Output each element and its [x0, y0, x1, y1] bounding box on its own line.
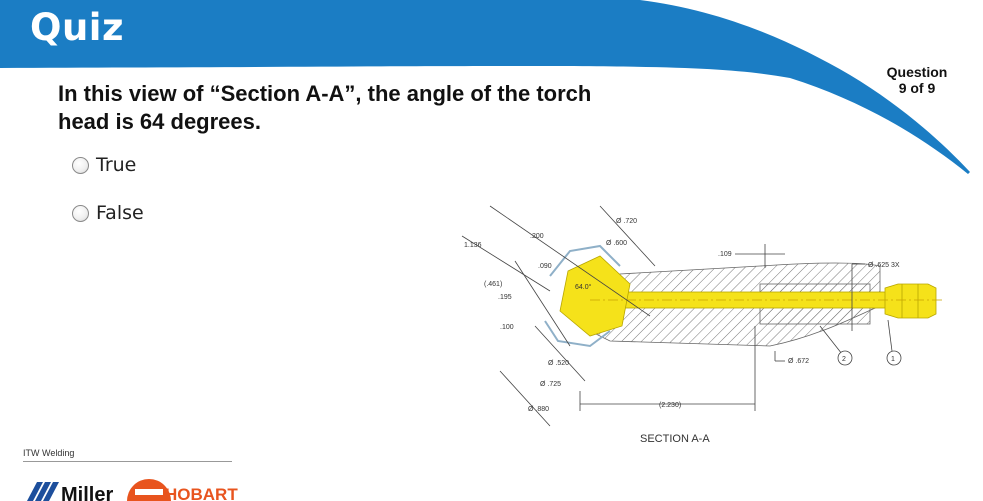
answer-label-false: False — [96, 202, 144, 224]
dim-520: Ø .520 — [548, 360, 569, 367]
footer-logos: Miller HOBART — [27, 479, 238, 501]
balloon-1: 1 — [891, 356, 895, 363]
radio-button-false[interactable] — [72, 204, 89, 222]
dim-200: .200 — [530, 233, 544, 240]
question-text: In this view of “Section A-A”, the angle… — [58, 81, 592, 134]
footer-company-label: ITW Welding — [23, 448, 75, 458]
miller-logo-text: Miller — [61, 484, 113, 501]
dim-461: (.461) — [484, 281, 502, 288]
miller-logo: Miller — [27, 482, 113, 501]
question-counter-value: 9 of 9 — [898, 80, 936, 96]
dim-720: Ø .720 — [616, 218, 637, 225]
radio-button-true[interactable] — [72, 156, 89, 174]
dim-100: .100 — [500, 324, 514, 331]
dim-2230: (2.230) — [659, 402, 681, 409]
dim-195: .195 — [498, 294, 512, 301]
hobart-logo: HOBART — [127, 479, 238, 501]
dim-1136: 1.136 — [464, 242, 482, 249]
dim-672: Ø .672 — [788, 358, 809, 365]
answer-option-true[interactable]: True — [72, 154, 136, 176]
dim-109: .109 — [718, 251, 732, 258]
section-caption: SECTION A-A — [640, 433, 710, 445]
dim-880: Ø .880 — [528, 406, 549, 413]
question-counter-label: Question — [886, 64, 948, 80]
header-banner — [0, 0, 970, 174]
dim-angle: 64.0° — [575, 283, 592, 291]
footer-divider — [23, 461, 232, 462]
hobart-logo-text: HOBART — [165, 485, 238, 501]
question-counter: Question 9 of 9 — [876, 64, 958, 96]
answer-option-false[interactable]: False — [72, 202, 144, 224]
answer-label-true: True — [96, 154, 137, 176]
dim-625: Ø .625 3X — [868, 262, 900, 269]
quiz-title: Quiz — [30, 6, 125, 49]
dim-725: Ø .725 — [540, 381, 561, 388]
dim-090: .090 — [538, 263, 552, 270]
balloon-2: 2 — [842, 356, 846, 363]
dim-600: Ø .600 — [606, 240, 627, 247]
section-drawing: Ø .720 Ø .600 .200 .090 1.136 (.461) .19… — [461, 205, 945, 445]
